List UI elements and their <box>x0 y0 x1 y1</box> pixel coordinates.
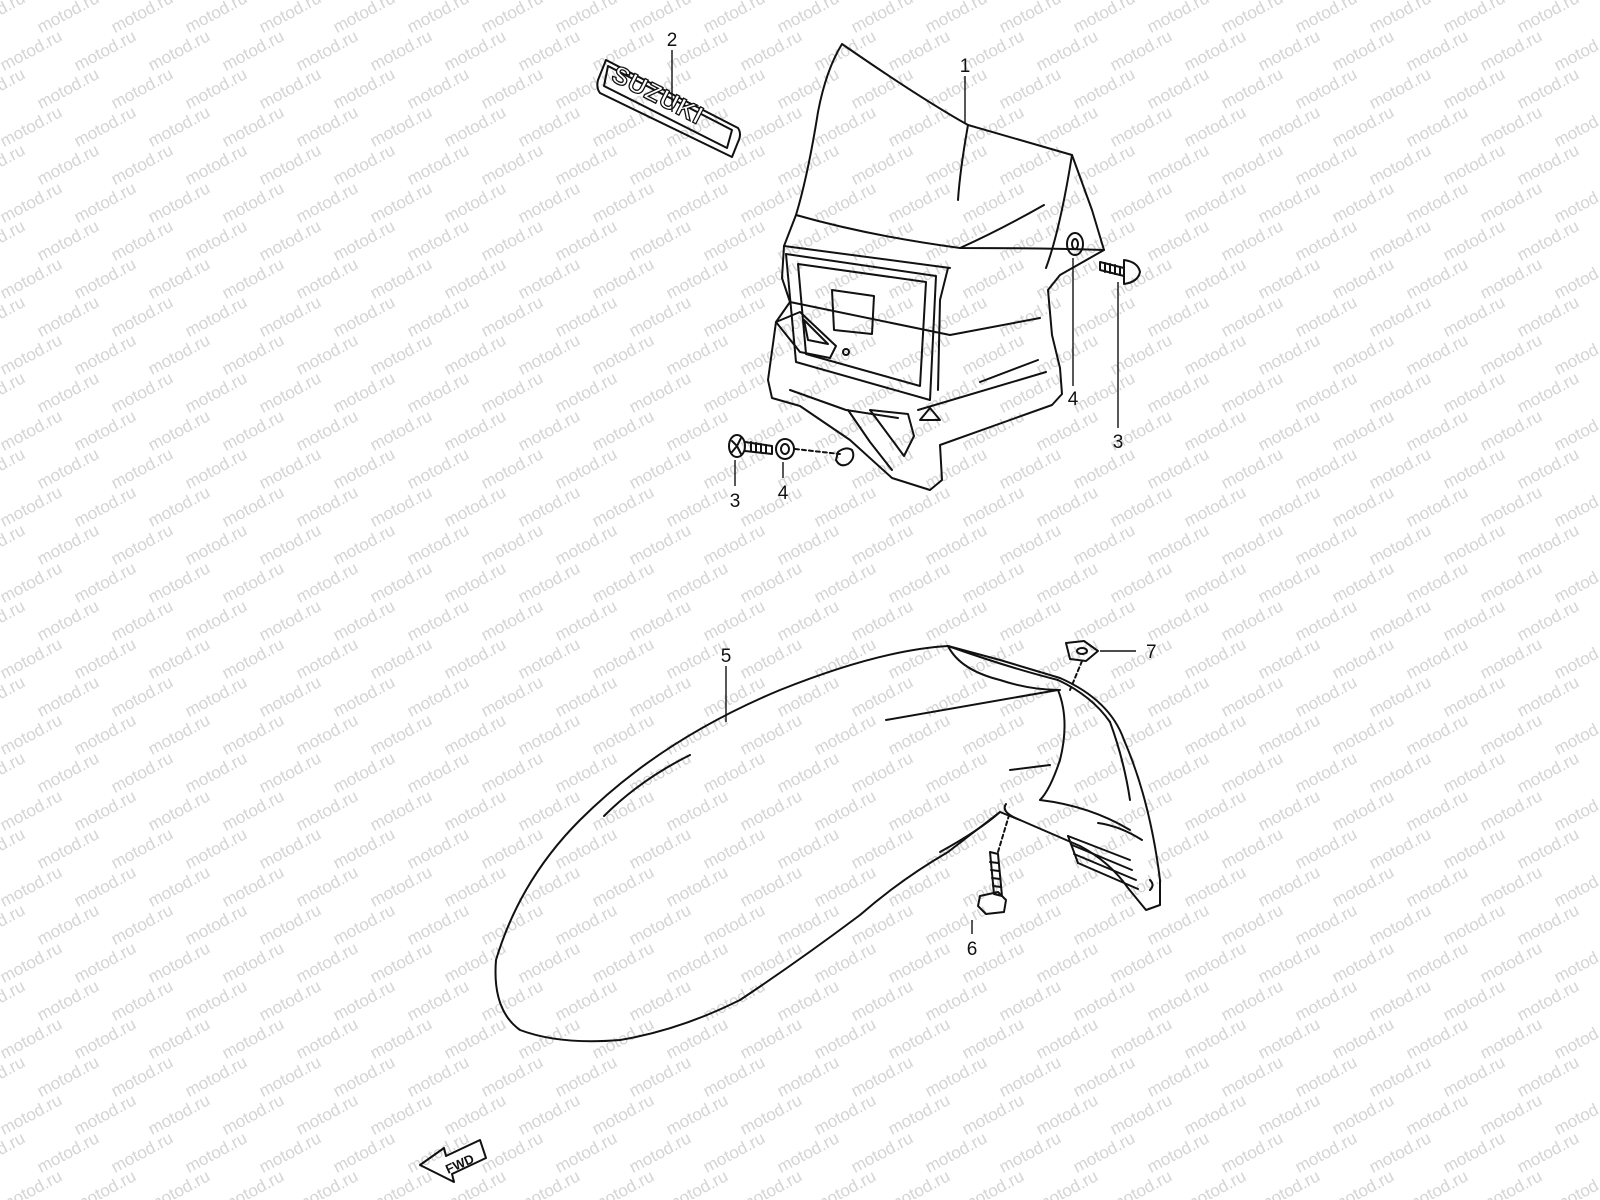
leader-lines <box>671 50 1136 934</box>
clip-part-7 <box>1065 640 1099 691</box>
callout-7: 7 <box>1146 642 1157 663</box>
callout-labels: 1 2 3 3 4 4 5 6 7 <box>667 30 1157 960</box>
nut-part-4-left <box>775 438 841 460</box>
callout-5: 5 <box>721 646 732 667</box>
callout-1: 1 <box>960 56 971 77</box>
fwd-direction-icon: FWD <box>419 1139 487 1183</box>
callout-3-right: 3 <box>1113 432 1124 453</box>
bolt-part-3-left <box>728 434 773 458</box>
emblem-part-2: SUZUKI <box>596 59 741 158</box>
headlight-cowl-part-1 <box>767 43 1105 491</box>
callout-4-right: 4 <box>1068 389 1079 410</box>
callout-6: 6 <box>967 939 978 960</box>
bolt-part-3-right <box>1099 259 1141 285</box>
bolt-part-6 <box>977 811 1011 915</box>
front-fender-part-5 <box>494 645 1161 1043</box>
callout-4-left: 4 <box>778 483 789 504</box>
nut-part-4-right <box>1066 232 1084 256</box>
callout-2: 2 <box>667 30 678 51</box>
callout-3-left: 3 <box>730 491 741 512</box>
